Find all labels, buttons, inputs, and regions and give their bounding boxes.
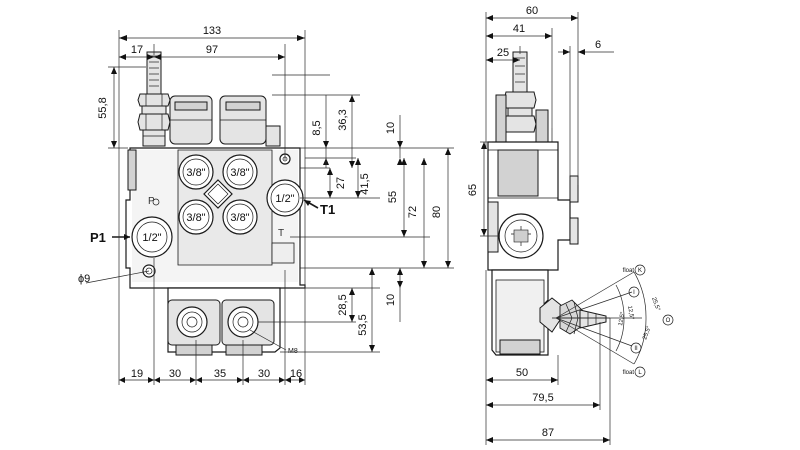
work-ports: 3/8" 3/8" 3/8" 3/8": [178, 154, 258, 235]
dim-30-b: 30: [258, 368, 270, 380]
angle-12-5-top: 12,5°: [626, 305, 634, 320]
dim-30-a: 30: [169, 368, 181, 380]
float-top-label: float: [623, 268, 635, 274]
dim-87: 87: [542, 427, 554, 439]
dim-80: 80: [431, 206, 443, 218]
inlet-port: 1/2" P: [131, 196, 173, 258]
lever-stem: [137, 51, 171, 147]
dim-55: 55: [387, 191, 399, 203]
port-b2-label: 3/8": [230, 212, 249, 224]
side-dimensions: 60 41 25 6 65 50 79,5 87: [467, 5, 614, 445]
dim-72: 72: [407, 206, 419, 218]
dim-27: 27: [335, 177, 347, 189]
lever-positions: K float I O II L float 25,5° 12,5° 12,5°…: [555, 264, 674, 378]
dim-16: 16: [290, 368, 302, 380]
p-mark: P: [148, 196, 155, 207]
t1-label: T1: [320, 202, 335, 217]
return-port-label: 1/2": [275, 193, 294, 205]
pos-i: I: [633, 290, 635, 296]
dim-60: 60: [526, 5, 538, 17]
port-b1-label: 3/8": [230, 167, 249, 179]
p1-label: P1: [90, 230, 106, 245]
pos-o: O: [666, 318, 671, 324]
front-dimensions: 133 17 97 55,8 8,5 36,3: [97, 25, 454, 385]
float-bottom-label: float: [623, 370, 635, 376]
hole-diameter-label: ϕ9: [78, 273, 90, 285]
dim-97: 97: [206, 44, 218, 56]
pos-k: K: [638, 268, 642, 274]
front-view: 3/8" 3/8" 3/8" 3/8" 1/2" P 1/2" T N: [78, 51, 335, 356]
dim-133: 133: [203, 25, 221, 37]
dim-10-top: 10: [385, 122, 397, 134]
dim-36-3: 36,3: [337, 109, 349, 130]
dim-53-5: 53,5: [357, 314, 369, 335]
dim-6: 6: [595, 39, 601, 51]
dim-17: 17: [131, 44, 143, 56]
dim-55-8: 55,8: [97, 97, 109, 118]
port-a2-label: 3/8": [186, 212, 205, 224]
angle-12-5-bottom: 12,5°: [618, 311, 626, 326]
dim-10-bottom: 10: [385, 294, 397, 306]
dim-25: 25: [497, 47, 509, 59]
angle-25-5-top: 25,5°: [650, 297, 661, 313]
dim-19: 19: [131, 368, 143, 380]
pos-ii: II: [634, 346, 638, 352]
pos-l: L: [638, 370, 642, 376]
t-mark: T: [278, 228, 284, 239]
dim-41: 41: [513, 23, 525, 35]
dim-28-5: 28,5: [337, 294, 349, 315]
dim-8-5: 8,5: [311, 120, 323, 135]
dim-79-5: 79,5: [532, 392, 553, 404]
dim-41-5: 41,5: [359, 173, 371, 194]
thread-label: M8: [288, 348, 298, 355]
angle-25-5-bottom: 25,5°: [642, 325, 653, 341]
side-view: [487, 51, 610, 356]
port-a1-label: 3/8": [186, 167, 205, 179]
top-bonnets: [169, 95, 281, 147]
inlet-port-label: 1/2": [142, 232, 161, 244]
dim-50: 50: [516, 367, 528, 379]
dim-35: 35: [214, 368, 226, 380]
bottom-spools: M8: [167, 287, 298, 356]
dim-65: 65: [467, 184, 479, 196]
